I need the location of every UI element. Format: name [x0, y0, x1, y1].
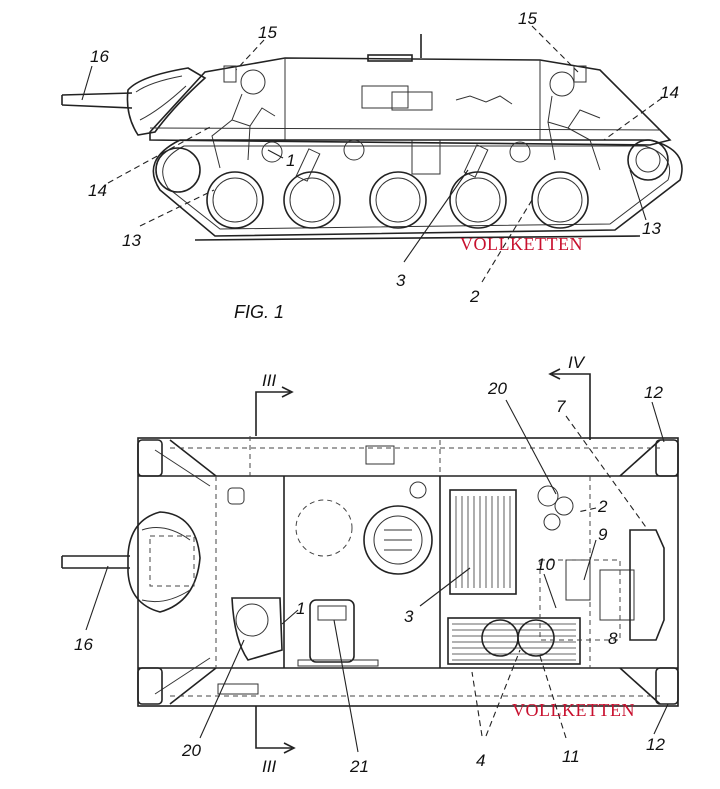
figure-1-caption: FIG. 1 — [234, 302, 284, 322]
gun-plan — [61, 511, 201, 613]
upper-hull-side — [149, 57, 672, 146]
crew-figure-front — [211, 69, 276, 169]
gun-barrel-side — [61, 92, 133, 109]
label-21: 21 — [349, 757, 369, 776]
crew-figure-rear — [547, 71, 601, 171]
fighting-compartment — [217, 445, 433, 695]
label-1-fig1: 1 — [286, 151, 295, 170]
section-label-iv-top: IV — [568, 353, 586, 372]
internal-equipment-side — [261, 85, 531, 182]
figure-1-side-view: 16 15 15 14 14 13 13 1 3 2 VOLLKETTEN FI… — [61, 9, 683, 322]
overlay-text-top: VOLLKETTEN — [460, 234, 583, 254]
label-7: 7 — [556, 397, 566, 416]
road-wheels-side — [206, 171, 589, 229]
label-2-fig1: 2 — [469, 287, 480, 306]
overlay-text-bottom: VOLLKETTEN — [512, 700, 635, 720]
label-14-front: 14 — [88, 181, 107, 200]
drive-sprocket — [627, 139, 669, 181]
label-10: 10 — [536, 555, 555, 574]
gun-mantlet-side — [126, 67, 207, 136]
label-3-fig1: 3 — [396, 271, 406, 290]
label-16-fig2: 16 — [74, 635, 93, 654]
idler-wheel — [155, 147, 201, 193]
label-9: 9 — [598, 525, 608, 544]
label-11: 11 — [562, 747, 580, 766]
label-20-top: 20 — [487, 379, 507, 398]
label-14-rear: 14 — [660, 83, 679, 102]
label-15-front: 15 — [258, 23, 277, 42]
label-20-bottom: 20 — [181, 741, 201, 760]
label-3-fig2: 3 — [404, 607, 414, 626]
section-label-iii-bottom: III — [262, 757, 276, 776]
label-15-rear: 15 — [518, 9, 537, 28]
hull-plan-outline — [137, 437, 679, 707]
label-4: 4 — [476, 751, 485, 770]
radiator-3 — [449, 489, 517, 595]
section-marks — [255, 368, 591, 754]
figure-2-plan-view: III IV III 20 7 12 2 9 10 3 8 1 16 20 21… — [61, 353, 679, 776]
engine-compartment — [447, 485, 665, 665]
section-label-iii-top: III — [262, 371, 276, 390]
seat-1-plan — [231, 597, 283, 661]
label-13-front: 13 — [122, 231, 141, 250]
transmission-8 — [629, 529, 665, 641]
track-ends-plan — [137, 439, 679, 705]
label-12-bottom: 12 — [646, 735, 665, 754]
label-2-fig2: 2 — [597, 497, 608, 516]
label-1-fig2: 1 — [296, 599, 305, 618]
cooler-block — [447, 617, 581, 665]
label-13-rear: 13 — [642, 219, 661, 238]
label-12-top: 12 — [644, 383, 663, 402]
leader-lines-fig2 — [85, 399, 669, 753]
seat-21-plan — [309, 599, 355, 663]
label-16-fig1: 16 — [90, 47, 109, 66]
track-side — [152, 139, 683, 237]
leader-lines-fig1 — [81, 25, 663, 283]
label-8: 8 — [608, 629, 618, 648]
